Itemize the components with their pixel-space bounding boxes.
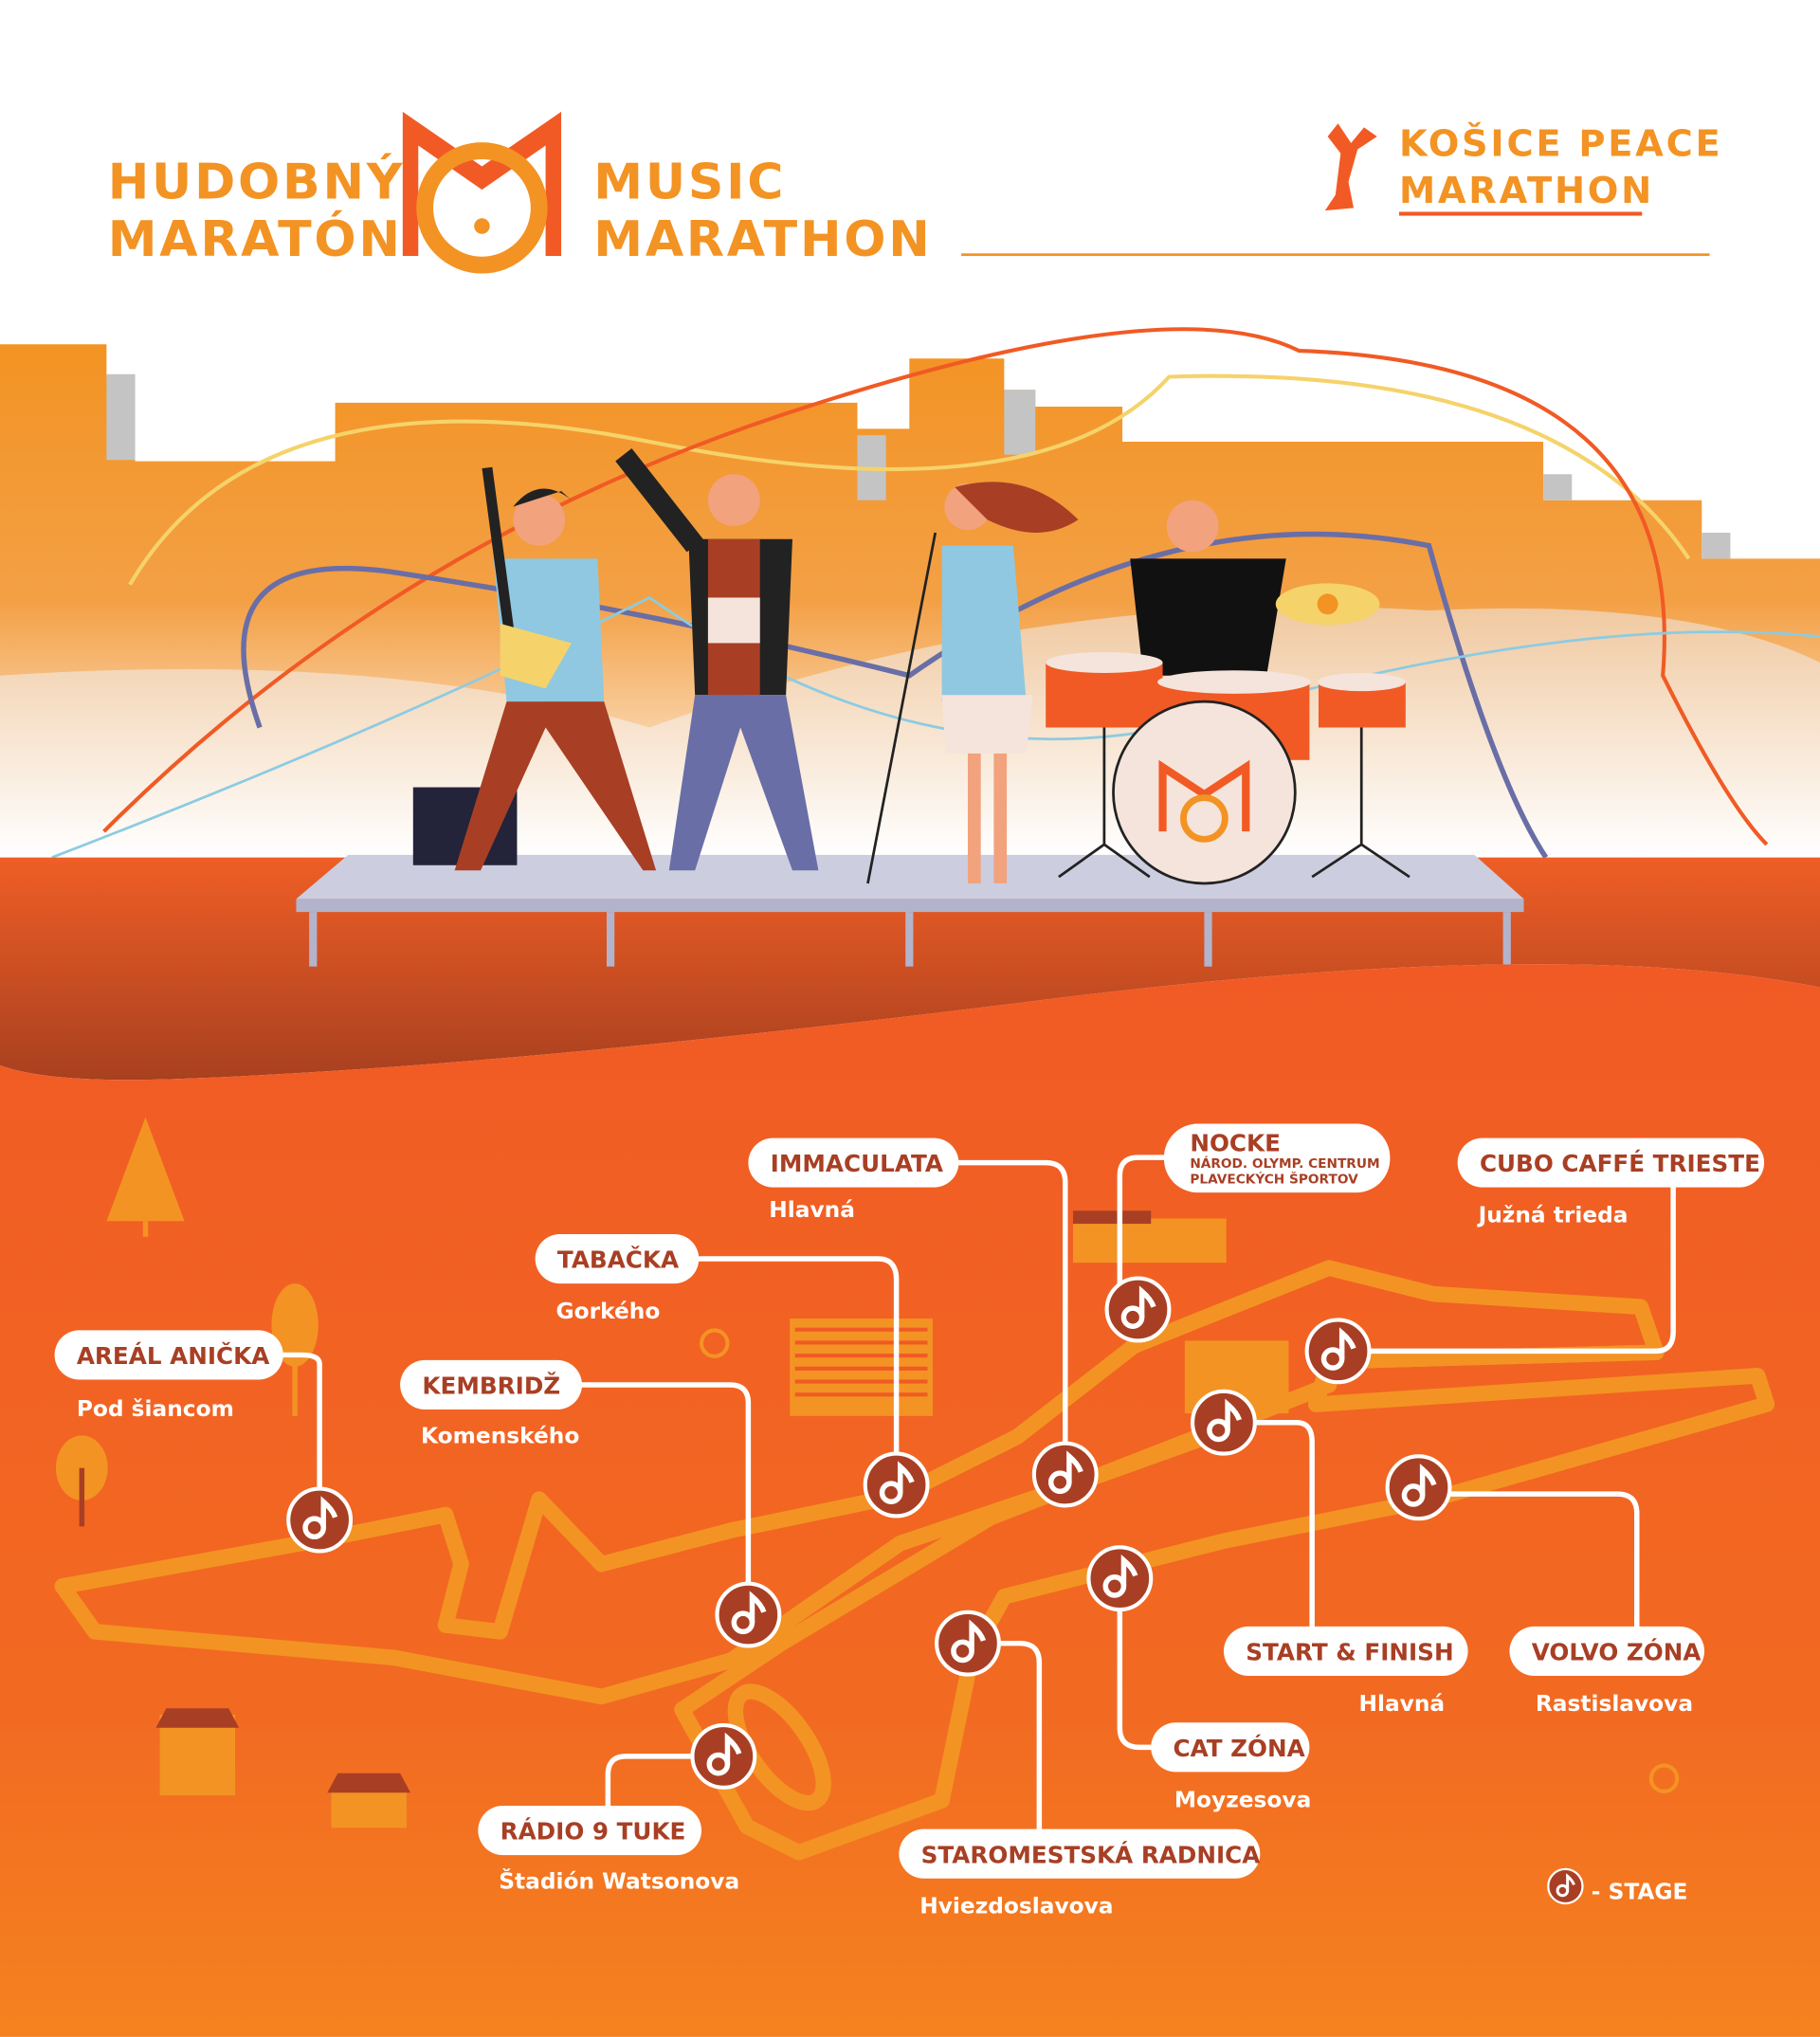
kosice-peace-marathon-logo: KOŠICE PEACE MARATHON <box>1324 121 1722 216</box>
stage-street: Gorkého <box>556 1299 661 1324</box>
partner-line2: MARATHON <box>1399 170 1654 212</box>
stage-name: STAROMESTSKÁ RADNICA <box>921 1841 1261 1868</box>
title-sk-line2: MARATÓN <box>108 209 403 268</box>
stage-label-radio[interactable]: RÁDIO 9 TUKE Štadión Watsonova <box>478 1805 739 1895</box>
concert-illustration <box>0 327 1820 1081</box>
stage-name-line2: NÁROD. OLYMP. CENTRUM <box>1190 1155 1379 1172</box>
stage-street: Pod šiancom <box>77 1396 234 1422</box>
stage-label-cat[interactable]: CAT ZÓNA Moyzesova <box>1151 1722 1311 1812</box>
stage-label-radnica[interactable]: STAROMESTSKÁ RADNICA Hviezdoslavova <box>899 1828 1261 1919</box>
stage-street: Rastislavova <box>1536 1691 1693 1717</box>
stage-name: VOLVO ZÓNA <box>1532 1638 1702 1666</box>
route-map: AREÁL ANIČKA Pod šiancom KEMBRIDŽ Komens… <box>0 964 1820 2037</box>
partner-line1: KOŠICE PEACE <box>1399 121 1722 166</box>
stage-street: Hlavná <box>769 1197 855 1223</box>
stage-label-immaculata[interactable]: IMMACULATA Hlavná <box>748 1137 959 1224</box>
stage-marker-tabacka[interactable] <box>865 1454 928 1517</box>
stage-name: TABAČKA <box>557 1246 679 1274</box>
stage-label-tabacka[interactable]: TABAČKA Gorkého <box>535 1233 700 1324</box>
stage-street: Hlavná <box>1358 1691 1445 1717</box>
title-en-line1: MUSIC <box>593 155 786 211</box>
title-en-line2: MARATHON <box>593 211 932 268</box>
legend-label: - STAGE <box>1592 1880 1688 1905</box>
stage-marker-start-finish[interactable] <box>1192 1391 1255 1454</box>
stage-marker-radnica[interactable] <box>937 1612 999 1675</box>
stage-name: CUBO CAFFÉ TRIESTE <box>1480 1150 1760 1177</box>
stage-marker-cubo[interactable] <box>1307 1319 1370 1382</box>
stage-name: RÁDIO 9 TUKE <box>500 1818 686 1846</box>
stage-label-start-finish[interactable]: START & FINISH Hlavná <box>1223 1626 1468 1717</box>
stage-label-nocke[interactable]: NOCKE NÁROD. OLYMP. CENTRUM PLAVECKÝCH Š… <box>1163 1123 1391 1193</box>
stage-name: AREÁL ANIČKA <box>77 1341 269 1370</box>
stage-marker-volvo[interactable] <box>1388 1456 1450 1519</box>
stage-marker-nocke[interactable] <box>1107 1279 1170 1341</box>
stage-street: Hviezdoslavova <box>919 1894 1113 1919</box>
header: HUDOBNÝ MARATÓN MUSIC MARATHON KOŠICE PE… <box>108 111 1722 274</box>
stage-label-kembridz[interactable]: KEMBRIDŽ Komenského <box>400 1359 582 1449</box>
stage-marker-kembridz[interactable] <box>717 1584 779 1646</box>
music-note-icon <box>1546 1867 1584 1905</box>
stage-marker-immaculata[interactable] <box>1034 1444 1097 1506</box>
stage-street: Komenského <box>421 1424 579 1449</box>
stage-street: Južná trieda <box>1477 1203 1629 1228</box>
stage-name: IMMACULATA <box>771 1150 943 1177</box>
stage-name-line3: PLAVECKÝCH ŠPORTOV <box>1190 1171 1358 1188</box>
stage-label-areal-anicka[interactable]: AREÁL ANIČKA Pod šiancom <box>54 1330 283 1422</box>
stage-marker-cat[interactable] <box>1088 1547 1151 1610</box>
stage-name: START & FINISH <box>1246 1639 1453 1666</box>
stage-street: Moyzesova <box>1174 1787 1311 1812</box>
music-marathon-logo <box>402 111 562 274</box>
stage-label-volvo[interactable]: VOLVO ZÓNA Rastislavova <box>1509 1626 1705 1717</box>
stage-street: Štadión Watsonova <box>499 1868 739 1895</box>
stage-marker-radio[interactable] <box>692 1725 755 1788</box>
title-sk-line1: HUDOBNÝ <box>108 153 405 211</box>
stage-label-cubo[interactable]: CUBO CAFFÉ TRIESTE Južná trieda <box>1457 1137 1765 1228</box>
legend: - STAGE <box>1546 1867 1688 1905</box>
header-divider <box>961 253 1710 257</box>
stage-name: KEMBRIDŽ <box>422 1373 560 1400</box>
stage-marker-areal-anicka[interactable] <box>288 1489 351 1552</box>
stage-name: CAT ZÓNA <box>1174 1734 1305 1762</box>
stage-name: NOCKE <box>1190 1129 1281 1156</box>
